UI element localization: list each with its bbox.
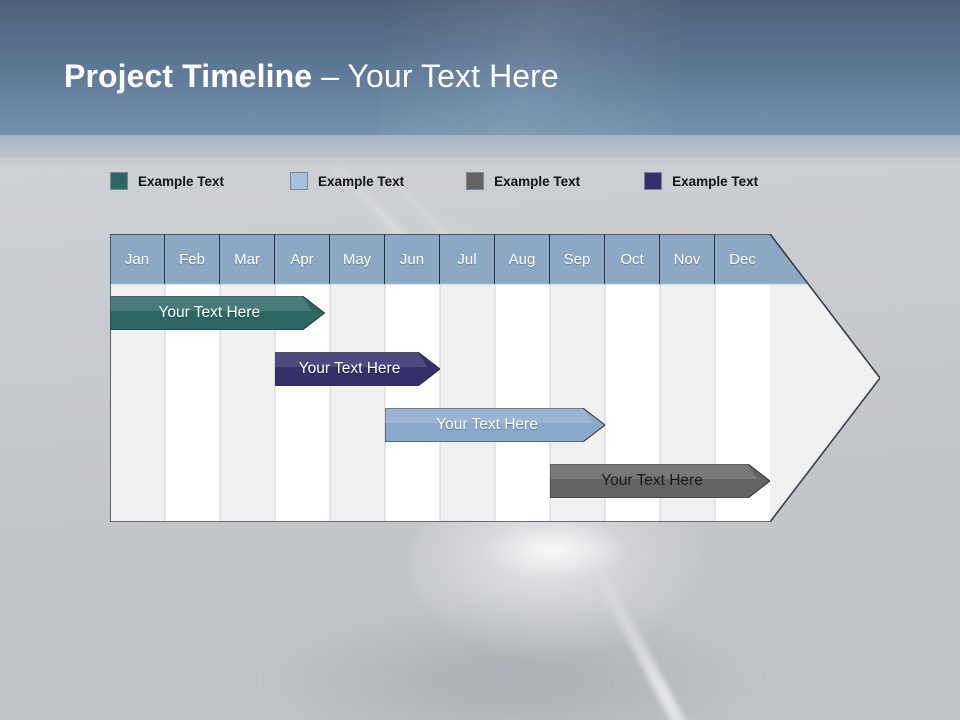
legend-item-label: Example Text <box>318 173 405 189</box>
page-title-bold: Project Timeline <box>64 58 313 94</box>
month-header-cell[interactable]: Dec <box>729 250 756 268</box>
legend-item-label: Example Text <box>672 173 759 189</box>
legend-item: Example Text <box>466 171 580 191</box>
page-title-rest: – Your Text Here <box>312 58 559 94</box>
legend-item: Example Text <box>644 171 758 191</box>
legend-gray-swatch-icon <box>466 172 485 190</box>
title-band-sheen <box>380 0 680 135</box>
chart-legend: Example Text Example Text Example Text Exam… <box>110 171 758 191</box>
month-header-cell[interactable]: May <box>330 234 385 284</box>
title-band-divider <box>0 135 960 157</box>
month-header-cell[interactable]: Jun <box>385 234 440 284</box>
task-arrow-shape <box>110 296 325 330</box>
legend-item: Example Text <box>110 171 224 191</box>
month-header-cell[interactable]: Jan <box>110 234 165 284</box>
timeline-outline <box>110 234 880 522</box>
legend-light-blue-swatch-icon <box>290 172 309 190</box>
timeline-task-bar[interactable]: Your Text Here <box>275 352 440 386</box>
task-arrow-shape <box>550 464 770 498</box>
month-header-cell[interactable]: Jul <box>440 234 495 284</box>
month-header-cell[interactable]: Oct <box>605 234 660 284</box>
legend-item-label: Example Text <box>138 173 225 189</box>
month-header-cell[interactable]: Sep <box>550 234 605 284</box>
title-band-divider-lower <box>0 157 960 167</box>
month-header-cell[interactable]: Feb <box>165 234 220 284</box>
title-band <box>0 0 960 135</box>
timeline-task-bar[interactable]: Your Text Here <box>110 296 325 330</box>
legend-teal-swatch-icon <box>110 172 128 190</box>
month-header-cell[interactable]: Apr <box>275 234 330 284</box>
legend-item-label: Example Text <box>494 173 581 189</box>
task-arrow-shape <box>385 408 605 442</box>
month-header-cell[interactable]: Nov <box>660 234 715 284</box>
legend-item: Example Text <box>290 171 404 191</box>
timeline-task-bar[interactable]: Your Text Here <box>550 464 770 498</box>
task-arrow-shape <box>275 352 440 386</box>
legend-purple-swatch-icon <box>644 172 663 190</box>
month-header-cell[interactable]: Aug <box>495 234 550 284</box>
month-header-cell[interactable]: Mar <box>220 234 275 284</box>
page-title: Project Timeline – Your Text Here <box>64 58 559 95</box>
timeline-task-bar[interactable]: Your Text Here <box>385 408 605 442</box>
